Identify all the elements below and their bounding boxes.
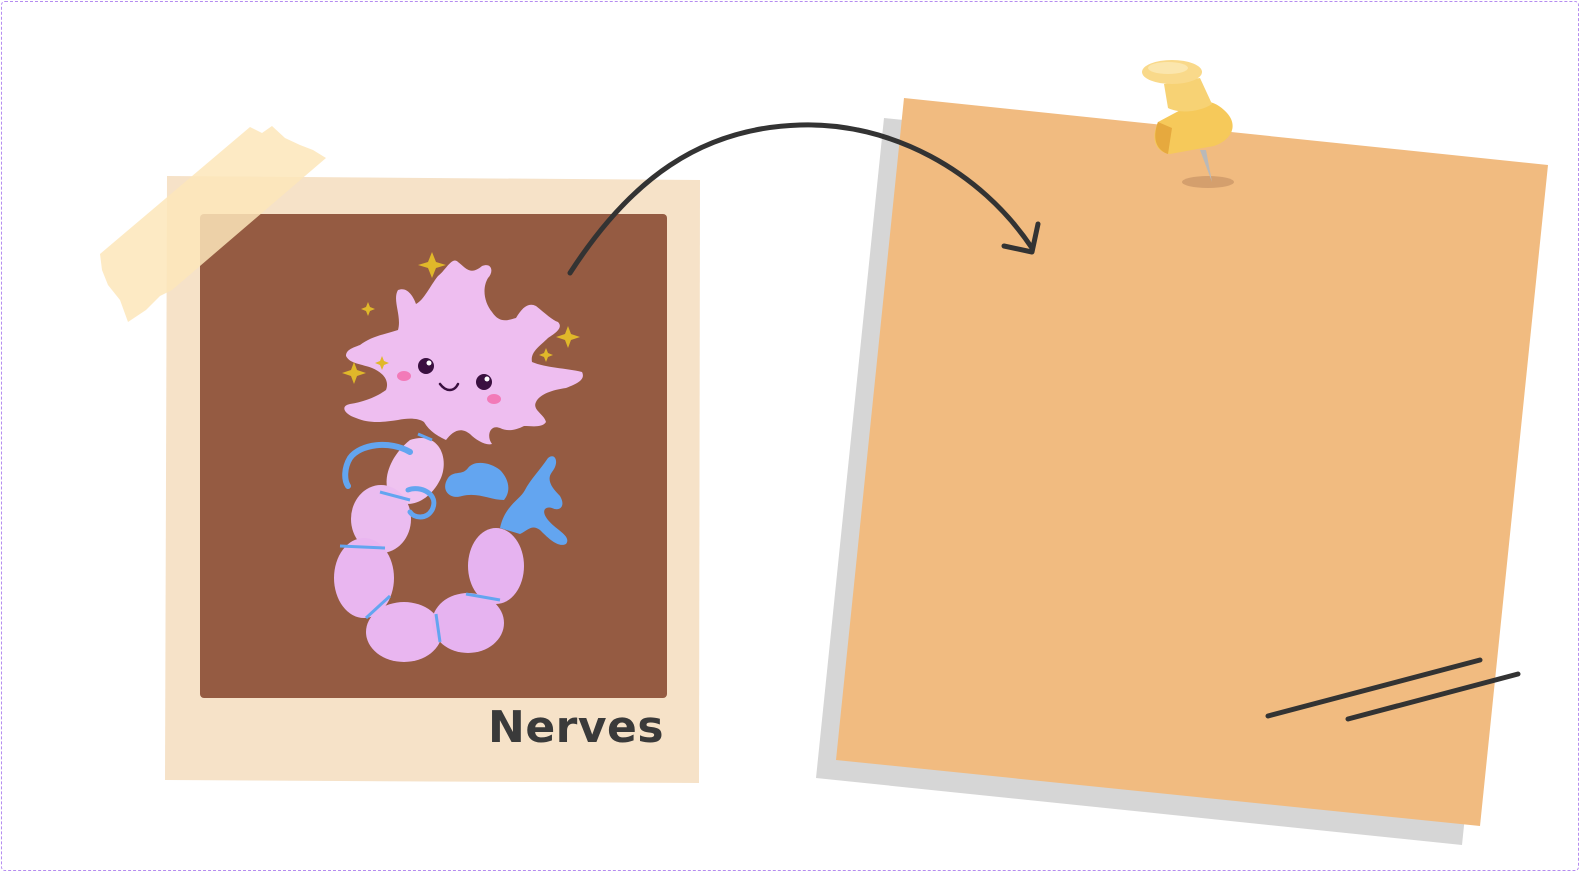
polaroid-caption: Nerves xyxy=(488,702,665,753)
note-scribble-icon xyxy=(1265,657,1521,722)
pushpin-icon xyxy=(1142,60,1234,188)
sticky-note xyxy=(836,98,1548,826)
tape-icon xyxy=(100,126,326,322)
curved-arrow-icon xyxy=(567,122,1041,276)
neuron-character-icon xyxy=(334,252,583,662)
